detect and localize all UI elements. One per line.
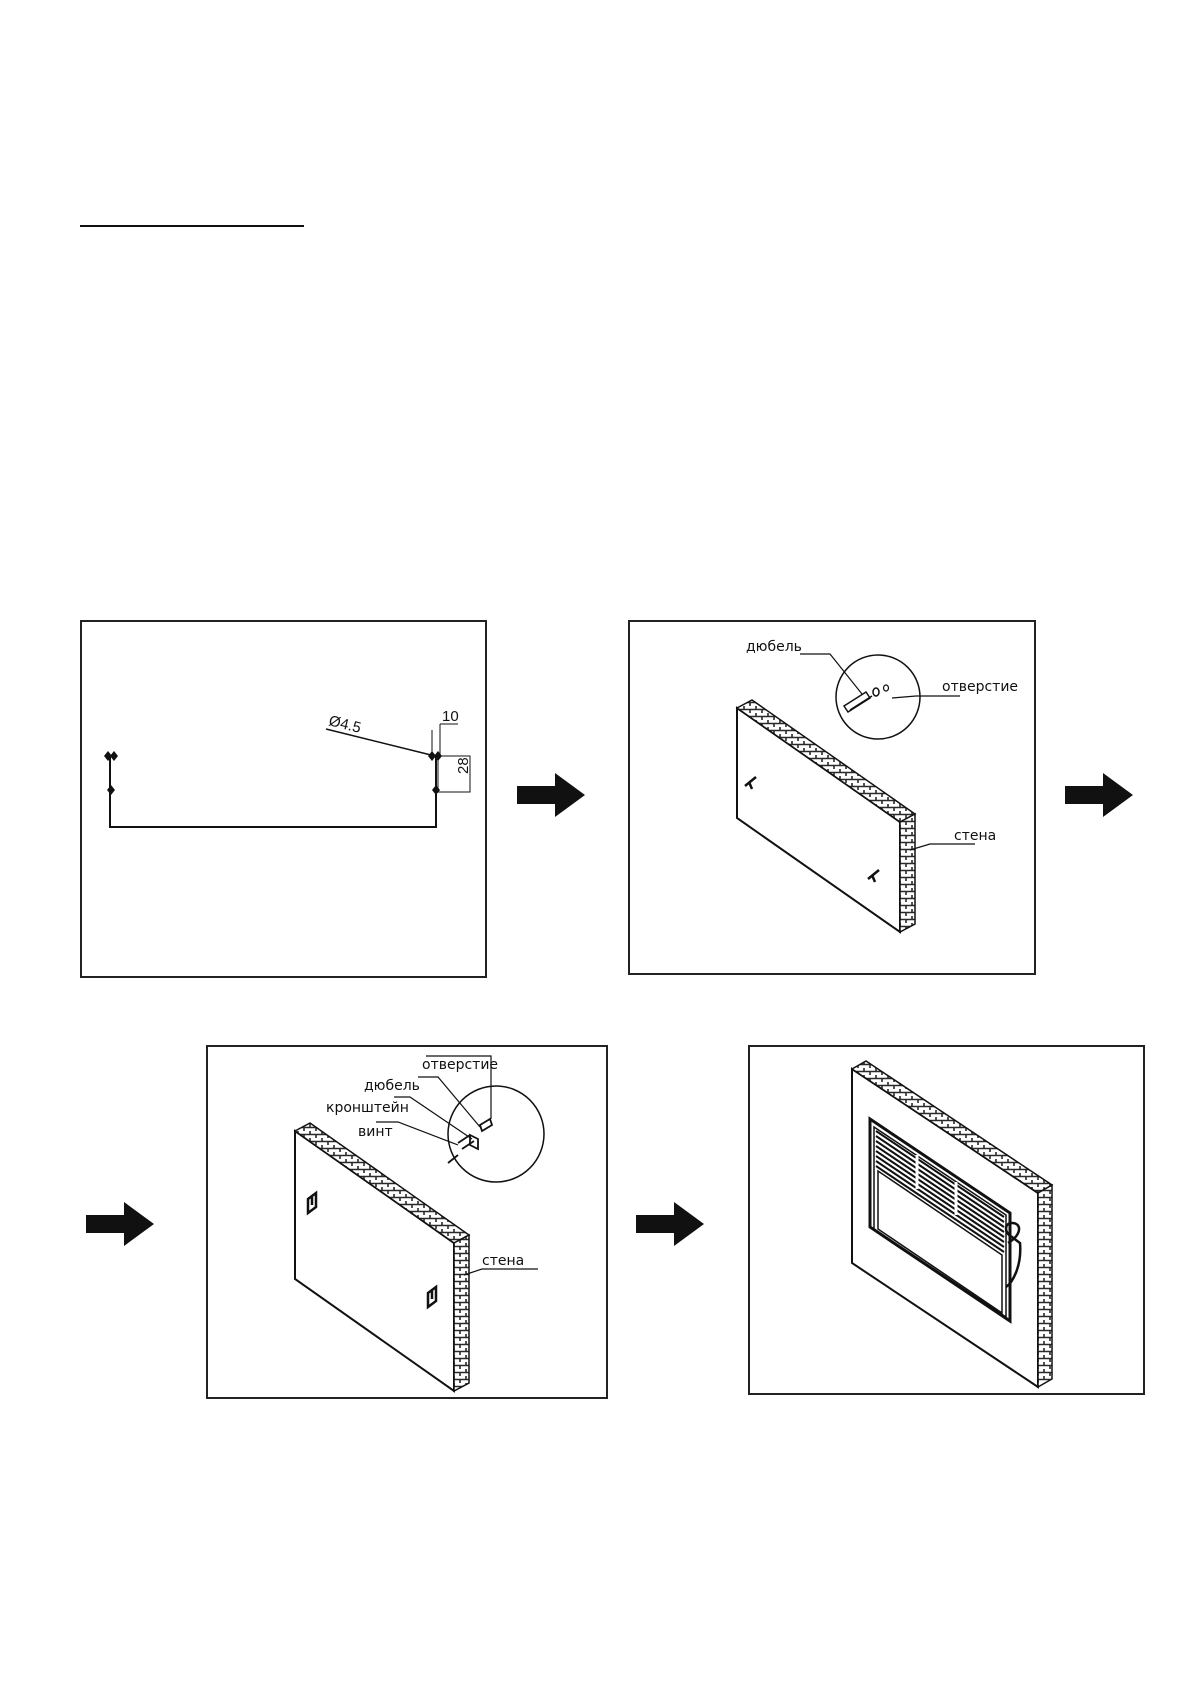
wall-leader <box>909 843 975 851</box>
hole-label: отверстие <box>422 1057 498 1073</box>
diameter-leader <box>325 728 432 756</box>
wall-side-edge <box>1037 1183 1053 1389</box>
hole-detail-icon <box>882 684 890 692</box>
arrow-step-1-to-2 <box>517 773 585 817</box>
dowel-label: дюбель <box>364 1078 420 1094</box>
hole-label: отверстие <box>942 679 1018 695</box>
dim-28-frame <box>437 755 471 793</box>
screw-leader <box>376 1121 459 1146</box>
template-outline <box>109 755 437 828</box>
panel-brackets-fixed: отверстие дюбель кронштейн винт стена <box>206 1045 608 1399</box>
bracket-label: кронштейн <box>326 1100 409 1116</box>
dowel-leader <box>418 1076 481 1128</box>
wall-dowels-drawing: дюбель отверстие стена <box>735 639 1018 934</box>
diameter-label: Ø4.5 <box>327 712 363 736</box>
wall-face <box>736 706 901 934</box>
wall-side-edge <box>453 1233 470 1393</box>
dowel-leader <box>800 653 863 695</box>
dowel-label: дюбель <box>746 639 802 655</box>
hole-leader <box>891 695 960 699</box>
heater-mounted-drawing <box>850 1060 1054 1389</box>
wall-leader <box>463 1268 538 1276</box>
bracket-left-icon <box>306 1190 318 1216</box>
screw-label: винт <box>358 1124 393 1140</box>
dim-10-label: 10 <box>442 708 459 725</box>
arrow-into-step-3 <box>86 1202 154 1246</box>
dowel-right-icon <box>867 869 880 883</box>
panel-heater-mounted <box>748 1045 1145 1395</box>
arrow-step-3-to-4 <box>636 1202 704 1246</box>
template-drawing: Ø4.5 10 28 <box>104 708 472 828</box>
hole-leader <box>426 1055 492 1119</box>
panel-dowels-in-wall: дюбель отверстие стена <box>628 620 1036 975</box>
panel-drilling-template: Ø4.5 10 28 <box>80 620 487 978</box>
bracket-leader <box>394 1096 473 1140</box>
wall-brackets-drawing: отверстие дюбель кронштейн винт стена <box>293 1055 545 1393</box>
power-cable-icon <box>1004 1221 1022 1289</box>
wall-side-edge <box>899 812 916 934</box>
arrow-step-2-to-3 <box>1065 773 1133 817</box>
dim-28-label: 28 <box>455 757 472 774</box>
left-hole-marker <box>104 751 118 795</box>
detail-callout-circle <box>447 1085 545 1183</box>
convector-heater-icon <box>868 1116 1012 1324</box>
wall-label: стена <box>954 828 996 844</box>
detail-callout-circle <box>835 654 921 740</box>
dowel-detail-icon <box>842 687 880 714</box>
bracket-right-icon <box>426 1284 438 1310</box>
wall-label: стена <box>482 1253 524 1269</box>
dowel-left-icon <box>744 776 757 790</box>
header-rule <box>80 225 304 227</box>
